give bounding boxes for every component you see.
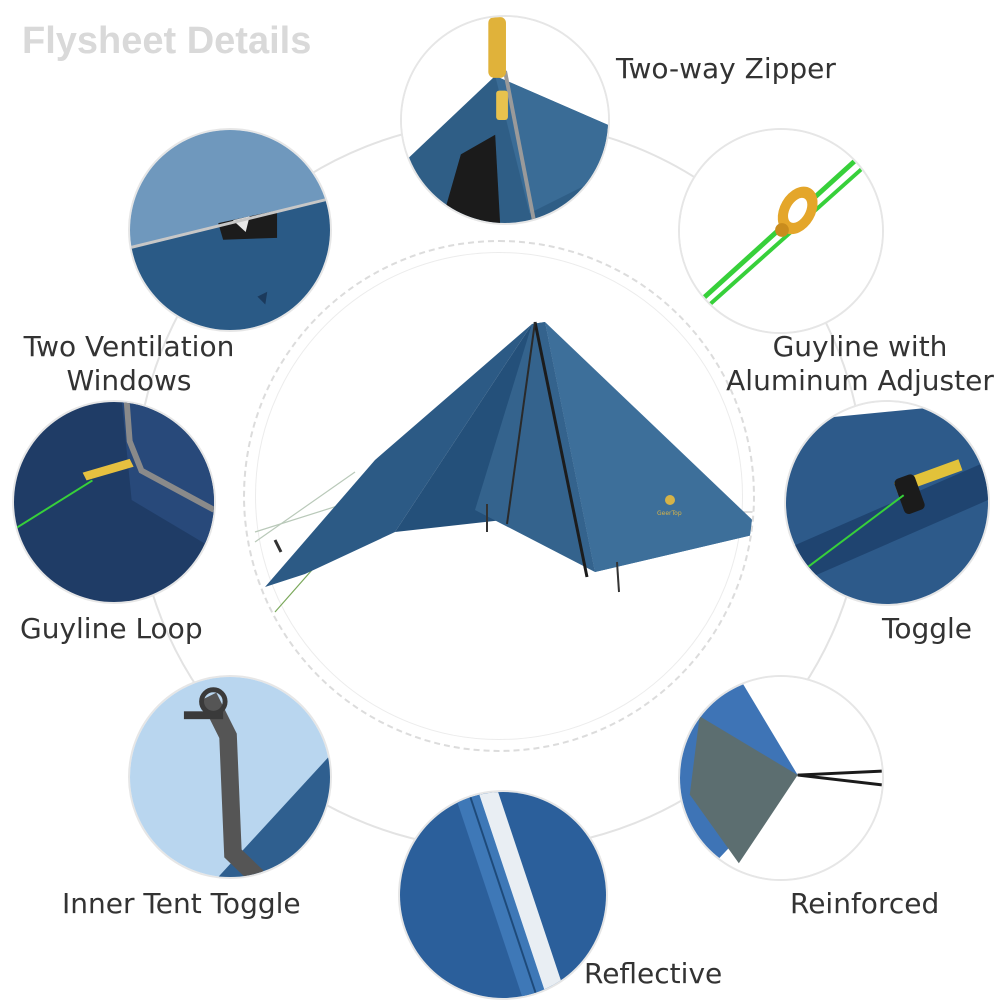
label-two-ventilation-windows: Two Ventilation Windows: [10, 330, 248, 398]
guyline-loop-illustration: [14, 402, 214, 602]
label-two-ventilation-windows-text: Two Ventilation Windows: [23, 330, 235, 397]
tent-main-image: GeerTop: [243, 240, 755, 752]
center-disc-inner-ring: [255, 252, 743, 740]
detail-reinforced-image: [678, 675, 884, 881]
label-two-way-zipper: Two-way Zipper: [616, 52, 836, 85]
detail-two-way-zipper-image: [400, 15, 610, 225]
label-toggle: Toggle: [882, 612, 973, 645]
zipper-illustration: [402, 17, 608, 223]
label-guyline-loop: Guyline Loop: [20, 612, 203, 645]
detail-guyline-loop-image: [12, 400, 216, 604]
label-guyline-aluminum-adjuster-text: Guyline with Aluminum Adjuster: [726, 330, 994, 397]
detail-inner-tent-toggle-image: [128, 675, 332, 879]
label-inner-tent-toggle: Inner Tent Toggle: [62, 887, 301, 920]
label-reflective: Reflective: [584, 957, 723, 990]
adjuster-illustration: [680, 130, 882, 332]
detail-ventilation-windows-image: [128, 128, 332, 332]
page-title: Flysheet Details: [22, 20, 312, 62]
detail-reflective-image: [398, 790, 608, 1000]
ventilation-illustration: [130, 130, 330, 330]
label-guyline-aluminum-adjuster: Guyline with Aluminum Adjuster: [715, 330, 1000, 398]
reflective-illustration: [400, 792, 606, 998]
tent-brand-mark: GeerTop: [657, 510, 682, 517]
label-reinforced: Reinforced: [790, 887, 940, 920]
detail-guyline-adjuster-image: [678, 128, 884, 334]
inner-toggle-illustration: [130, 677, 330, 877]
tent-illustration: GeerTop: [254, 321, 753, 613]
detail-toggle-image: [784, 400, 990, 606]
reinforced-illustration: [680, 677, 882, 879]
toggle-illustration: [786, 402, 988, 604]
